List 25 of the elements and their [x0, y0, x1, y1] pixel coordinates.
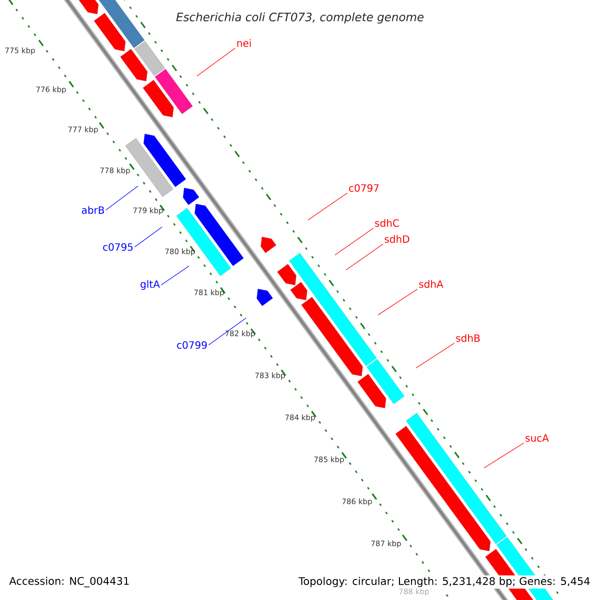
leader-line — [334, 228, 374, 256]
summary-text: Topology: circular; Length: 5,231,428 bp; Genes: 5,454 — [297, 575, 592, 589]
gene-label: abrB — [82, 206, 104, 214]
leader-line — [378, 288, 418, 316]
gene-label: c0797 — [349, 184, 379, 192]
leader-line — [106, 186, 138, 210]
leader-line — [484, 442, 524, 468]
leader-line — [308, 192, 348, 220]
gene-label: nei — [237, 39, 251, 47]
gene-label: sdhC — [375, 219, 399, 227]
leader-line — [416, 342, 455, 368]
gene-label: sucA — [526, 434, 549, 442]
gene-label: gltA — [140, 280, 160, 290]
leader-line — [196, 48, 236, 76]
leader-line — [134, 226, 162, 248]
gene-label: c0799 — [177, 341, 207, 349]
title: Escherichia coli CFT073, complete genome — [176, 12, 424, 24]
gene-label: c0795 — [103, 243, 133, 251]
gene-label: sdhD — [384, 235, 410, 243]
leader-line — [346, 244, 384, 270]
gene-label: sdhB — [456, 334, 480, 342]
leader-line — [208, 318, 246, 346]
accession-text: Accession: NC_004431 — [9, 576, 129, 588]
leader-line — [160, 266, 190, 286]
gene-label: sdhA — [419, 280, 444, 288]
